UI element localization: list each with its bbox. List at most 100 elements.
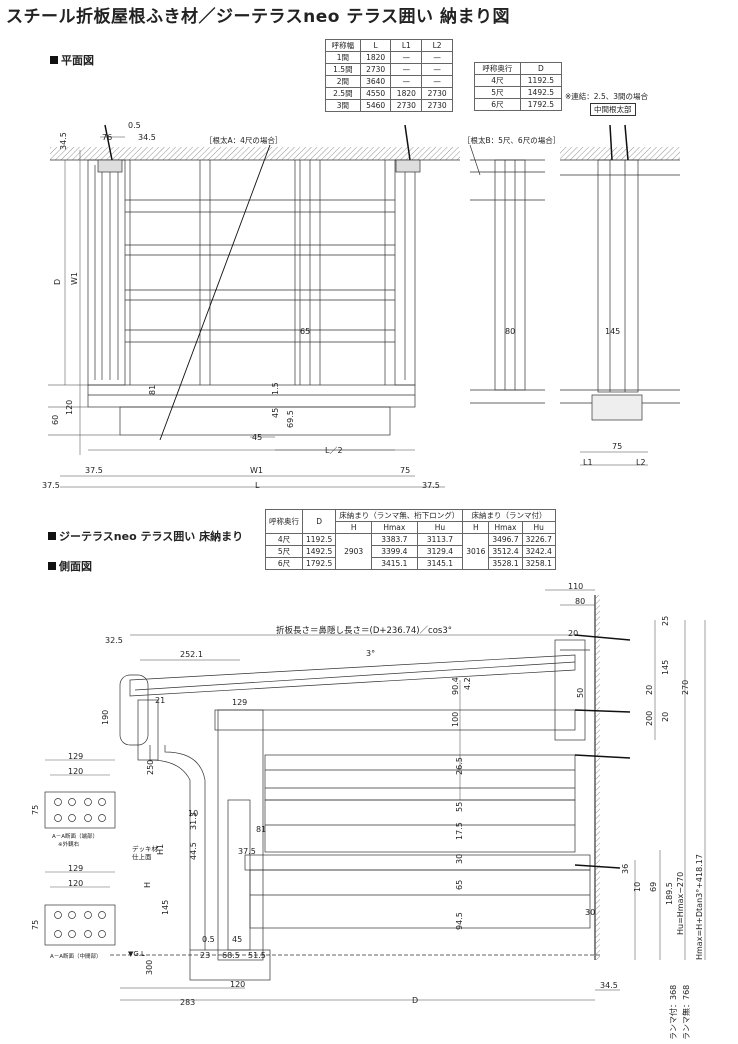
cell: 1792.5 [301, 557, 337, 570]
dim-252-1: 252.1 [180, 650, 203, 659]
cell: 2730 [390, 99, 423, 112]
dim-1-5: 1.5 [271, 382, 280, 395]
side-dimensions [120, 589, 706, 1001]
dim-L-half: L／2 [325, 446, 343, 455]
dim-34-5: 34.5 [600, 981, 618, 990]
detail-129b: 129 [68, 864, 83, 873]
dim-69: 69 [649, 882, 658, 892]
side-heading: 側面図 [48, 558, 92, 574]
plan-heading-text: 平面図 [61, 54, 94, 67]
beam-b-label: ［根太B：5尺、6尺の場合］ [463, 135, 560, 145]
cell-h1: 2903 [335, 533, 373, 570]
dim-68-5: 68.5 [222, 951, 240, 960]
detail-caption-end-note: ※外観右 [58, 840, 80, 848]
dim-10: 10 [188, 809, 198, 818]
middle-beam-label: 中間根太部 [590, 103, 636, 116]
cell: 2730 [421, 99, 453, 112]
dim-200: 200 [645, 711, 654, 726]
joint-note: ※連結：2.5、3間の場合 [565, 92, 648, 101]
dim-L1: L1 [583, 458, 593, 467]
deck-finish-label: 仕上面 [132, 852, 152, 861]
downpipe [149, 745, 191, 950]
dim-23: 23 [200, 951, 210, 960]
detail-120b: 120 [68, 879, 83, 888]
upper-rail [214, 709, 576, 731]
bracket-plate [44, 904, 116, 946]
angle-3deg: 3° [366, 649, 375, 658]
plan-beam-b-view [469, 144, 545, 404]
dim-283: 283 [180, 998, 195, 1007]
dim-4-2: 4.2 [463, 677, 472, 690]
deck-label: デッキ材 [132, 844, 159, 853]
dim-37-5a: 37.5 [85, 466, 103, 475]
dim-300: 300 [145, 960, 154, 975]
cell: 3528.1 [488, 557, 523, 570]
cell: L2 [421, 39, 453, 52]
dim-120: 120 [230, 980, 245, 989]
break-line [159, 144, 271, 441]
dim-hmax-formula: Hmax=H+Dtan3°+418.17 [695, 854, 704, 960]
dim-25: 25 [661, 616, 670, 626]
anchor-bolt [404, 124, 411, 161]
dim-120: 120 [65, 400, 74, 415]
detail-129: 129 [68, 752, 83, 761]
dim-45: 45 [271, 408, 280, 418]
dim-H1: H1 [156, 844, 165, 855]
side-heading-text: 側面図 [59, 560, 92, 573]
dim-50: 50 [576, 688, 585, 698]
dim-80: 80 [505, 327, 515, 336]
dim-hu-formula: Hu=Hmax−270 [676, 872, 685, 935]
dim-31-3: 31.3 [189, 812, 198, 830]
dim-76: 76 [102, 133, 112, 142]
dim-189-5: 189.5 [665, 882, 674, 905]
dim-L2: L2 [636, 458, 646, 467]
plan-middle-view [560, 124, 680, 421]
dim-80: 80 [575, 597, 585, 606]
dim-D: D [53, 279, 62, 285]
bullet-square-icon [48, 562, 56, 570]
dim-51-5: 51.5 [248, 951, 266, 960]
dim-94-5: 94.5 [455, 912, 464, 930]
dim-0-5: 0.5 [202, 935, 215, 944]
page-title: スチール折板屋根ふき材／ジーテラスneo テラス囲い 納まり図 [6, 7, 510, 27]
side-dim-texts: 折板長さ＝鼻隠し長さ＝(D+236.74)／cos3° 110 80 20 25… [101, 582, 704, 1040]
dim-129: 129 [232, 698, 247, 707]
bottom-sill [87, 384, 416, 408]
detail-120: 120 [68, 767, 83, 776]
side-frame-left [87, 159, 126, 386]
detail-75b: 75 [31, 920, 40, 930]
dim-20c: 20 [661, 712, 670, 722]
table-row: 6尺 1792.5 3415.1 3145.1 3528.1 3258.1 [265, 557, 556, 570]
detail-caption-mid: A－A断面（中間部） [50, 952, 102, 960]
cell: 3258.1 [521, 557, 556, 570]
cell: 3145.1 [416, 557, 464, 570]
glass-panel-mid [264, 799, 576, 853]
dim-65: 65 [455, 880, 464, 890]
dim-145: 145 [661, 660, 670, 675]
dim-44-5: 44.5 [189, 842, 198, 860]
plan-dim-texts: 34.5 76 0.5 34.5 D W1 65 80 145 81 120 6… [42, 121, 646, 490]
dim-37-5c: 37.5 [422, 481, 440, 490]
section-detail-end [44, 759, 116, 829]
dim-0-5: 0.5 [128, 121, 141, 130]
anchor-bolt [104, 124, 113, 161]
dim-32-5: 32.5 [105, 636, 123, 645]
floor-heading-text: ジーテラスneo テラス囲い 床納まり [59, 530, 244, 543]
dim-45: 45 [232, 935, 242, 944]
detail-caption-end: A－A断面（端部） [52, 832, 98, 840]
dim-30b: 30 [585, 908, 595, 917]
dim-90-4: 90.4 [451, 677, 460, 695]
bullet-square-icon [48, 532, 56, 540]
deck-board [244, 854, 591, 871]
gl-marker: ▼G.L [128, 950, 145, 958]
detail-75: 75 [31, 805, 40, 815]
bullet-square-icon [50, 56, 58, 64]
